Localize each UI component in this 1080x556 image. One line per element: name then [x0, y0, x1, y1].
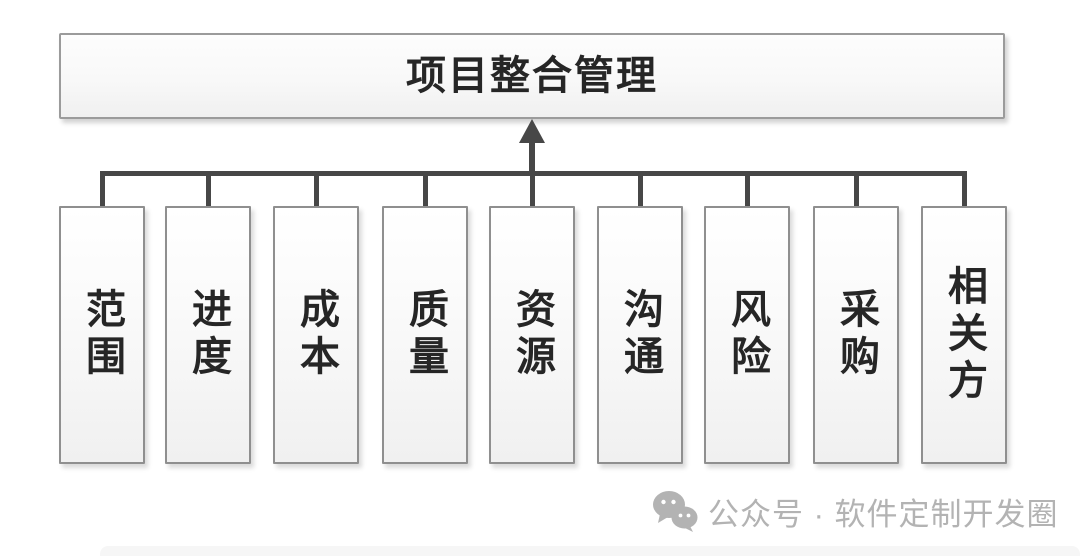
process-box-0: 范围 [59, 206, 145, 464]
process-box-label: 相关方 [942, 264, 986, 406]
connector-drop-line [745, 171, 750, 209]
integration-management-label: 项目整合管理 [406, 54, 658, 98]
process-box-label: 采购 [834, 288, 878, 382]
arrow-shaft [529, 140, 535, 174]
connector-drop-line [962, 171, 967, 209]
process-box-1: 进度 [165, 206, 251, 464]
arrow-up-icon [519, 119, 545, 143]
process-box-4: 资源 [489, 206, 575, 464]
process-box-label: 风险 [725, 288, 769, 382]
integration-management-box: 项目整合管理 [59, 33, 1005, 119]
connector-drop-line [638, 171, 643, 209]
process-box-7: 采购 [813, 206, 899, 464]
watermark: 公众号 · 软件定制开发圈 [652, 489, 1059, 533]
process-box-label: 进度 [186, 288, 230, 382]
process-box-3: 质量 [382, 206, 468, 464]
process-box-6: 风险 [704, 206, 790, 464]
watermark-text: 公众号 · 软件定制开发圈 [708, 496, 1059, 532]
bottom-edge-band [100, 546, 1080, 556]
process-box-label: 成本 [294, 288, 338, 382]
connector-drop-line [206, 171, 211, 209]
process-box-8: 相关方 [921, 206, 1007, 464]
process-box-label: 沟通 [618, 288, 662, 382]
process-box-2: 成本 [273, 206, 359, 464]
process-box-label: 资源 [510, 288, 554, 382]
process-box-label: 范围 [80, 288, 124, 382]
connector-drop-line [100, 171, 105, 209]
connector-drop-line [530, 171, 535, 209]
wechat-icon [653, 491, 698, 532]
process-box-5: 沟通 [597, 206, 683, 464]
connector-drop-line [314, 171, 319, 209]
connector-drop-line [854, 171, 859, 209]
process-box-label: 质量 [403, 288, 447, 382]
connector-drop-line [423, 171, 428, 209]
